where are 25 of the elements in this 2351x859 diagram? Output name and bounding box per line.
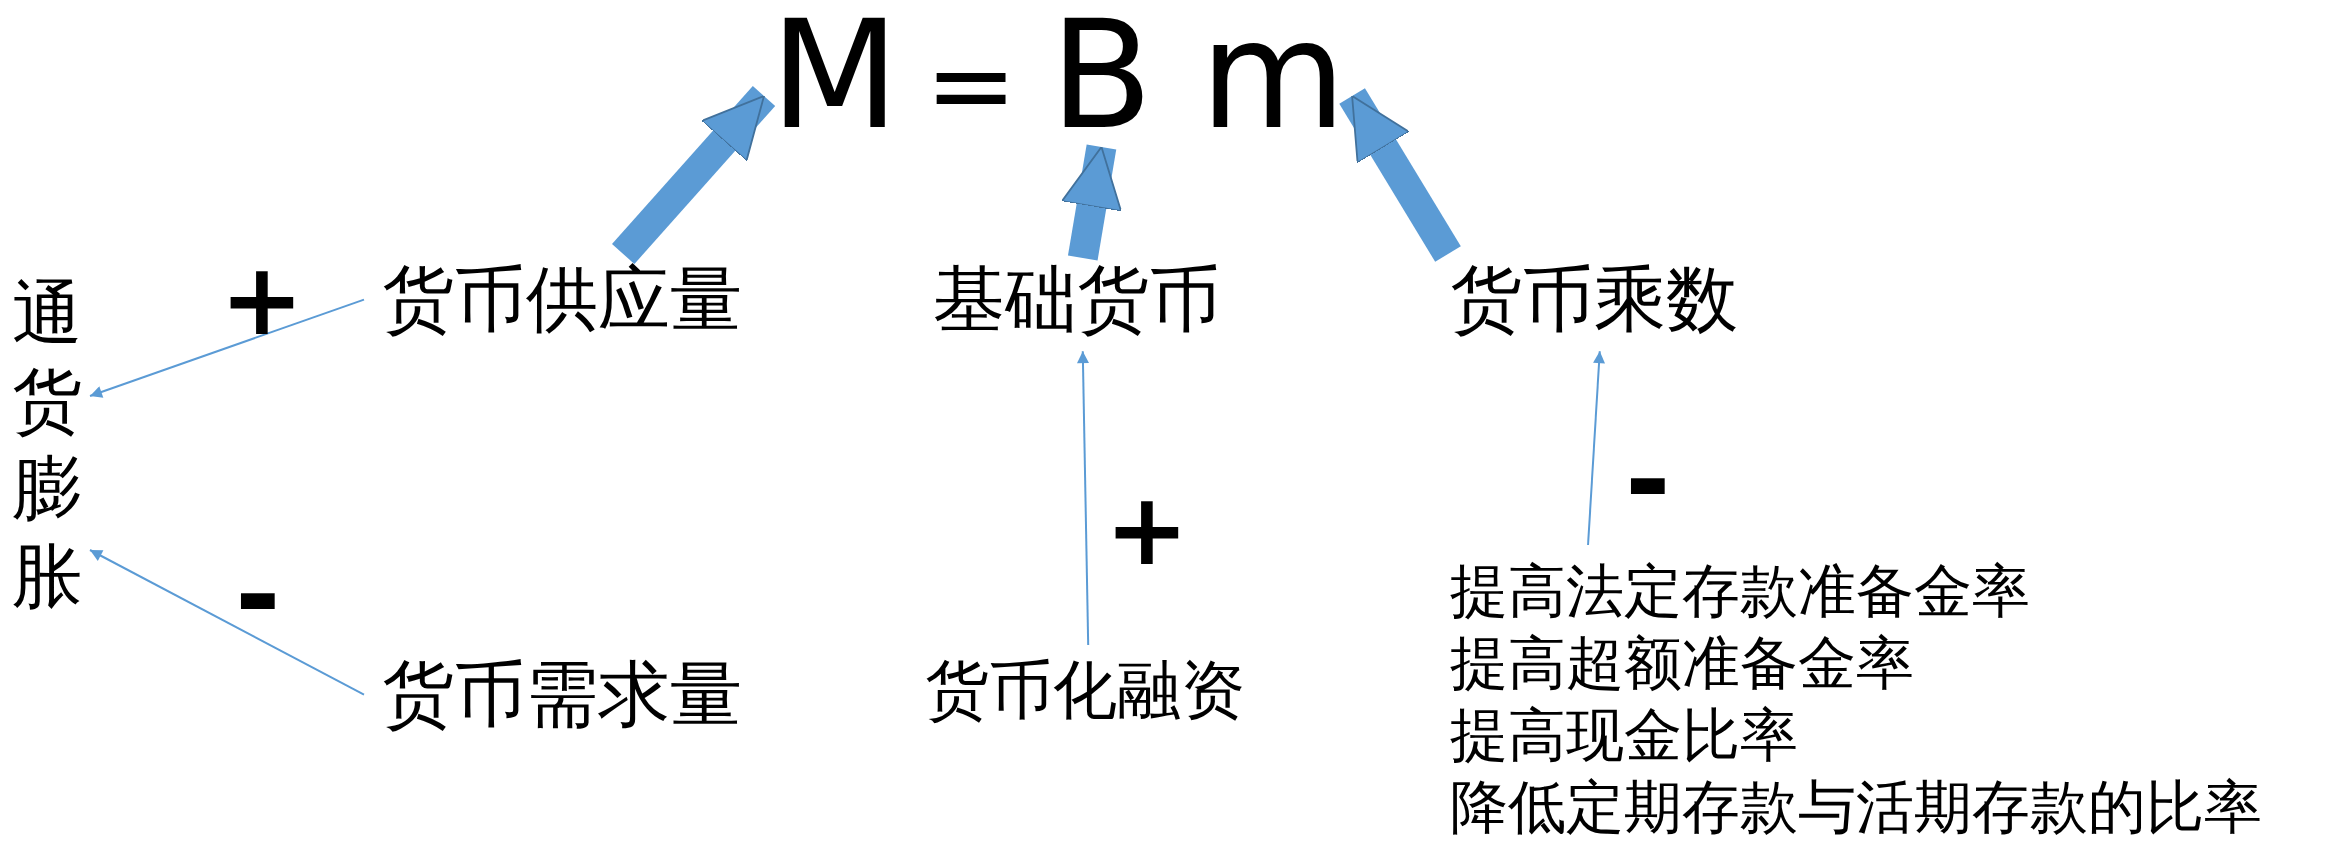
node-text: 提高现金比率 — [1450, 700, 1799, 771]
arrow — [89, 298, 365, 398]
node-text: 货币需求量 — [382, 655, 742, 735]
edge-label: + — [1105, 480, 1189, 580]
node-text: 货币乘数 — [1450, 260, 1738, 340]
node-text: 货币化融资 — [925, 655, 1245, 726]
formula-symbol: m — [1200, 5, 1347, 145]
node-text: 降低定期存款与活期存款的比率 — [1450, 772, 2262, 843]
arrow — [1587, 350, 1605, 546]
block-arrow — [612, 86, 776, 264]
block-arrow — [1061, 144, 1122, 261]
arrow — [1077, 350, 1090, 646]
formula-symbol: M — [770, 5, 900, 145]
node-text: 通货膨胀 — [12, 270, 82, 620]
arrow — [89, 549, 365, 696]
node-text: 基础货币 — [933, 260, 1221, 340]
equals-sign: = — [925, 30, 1018, 140]
edge-label: - — [1625, 425, 1671, 535]
node-text: 提高超额准备金率 — [1450, 628, 1915, 699]
node-text: 提高法定存款准备金率 — [1450, 556, 2031, 627]
formula-symbol: B — [1050, 5, 1153, 145]
edge-label: + — [220, 250, 304, 350]
edge-label: - — [235, 540, 281, 650]
block-arrow — [1339, 88, 1461, 262]
node-text: 货币供应量 — [382, 260, 742, 340]
